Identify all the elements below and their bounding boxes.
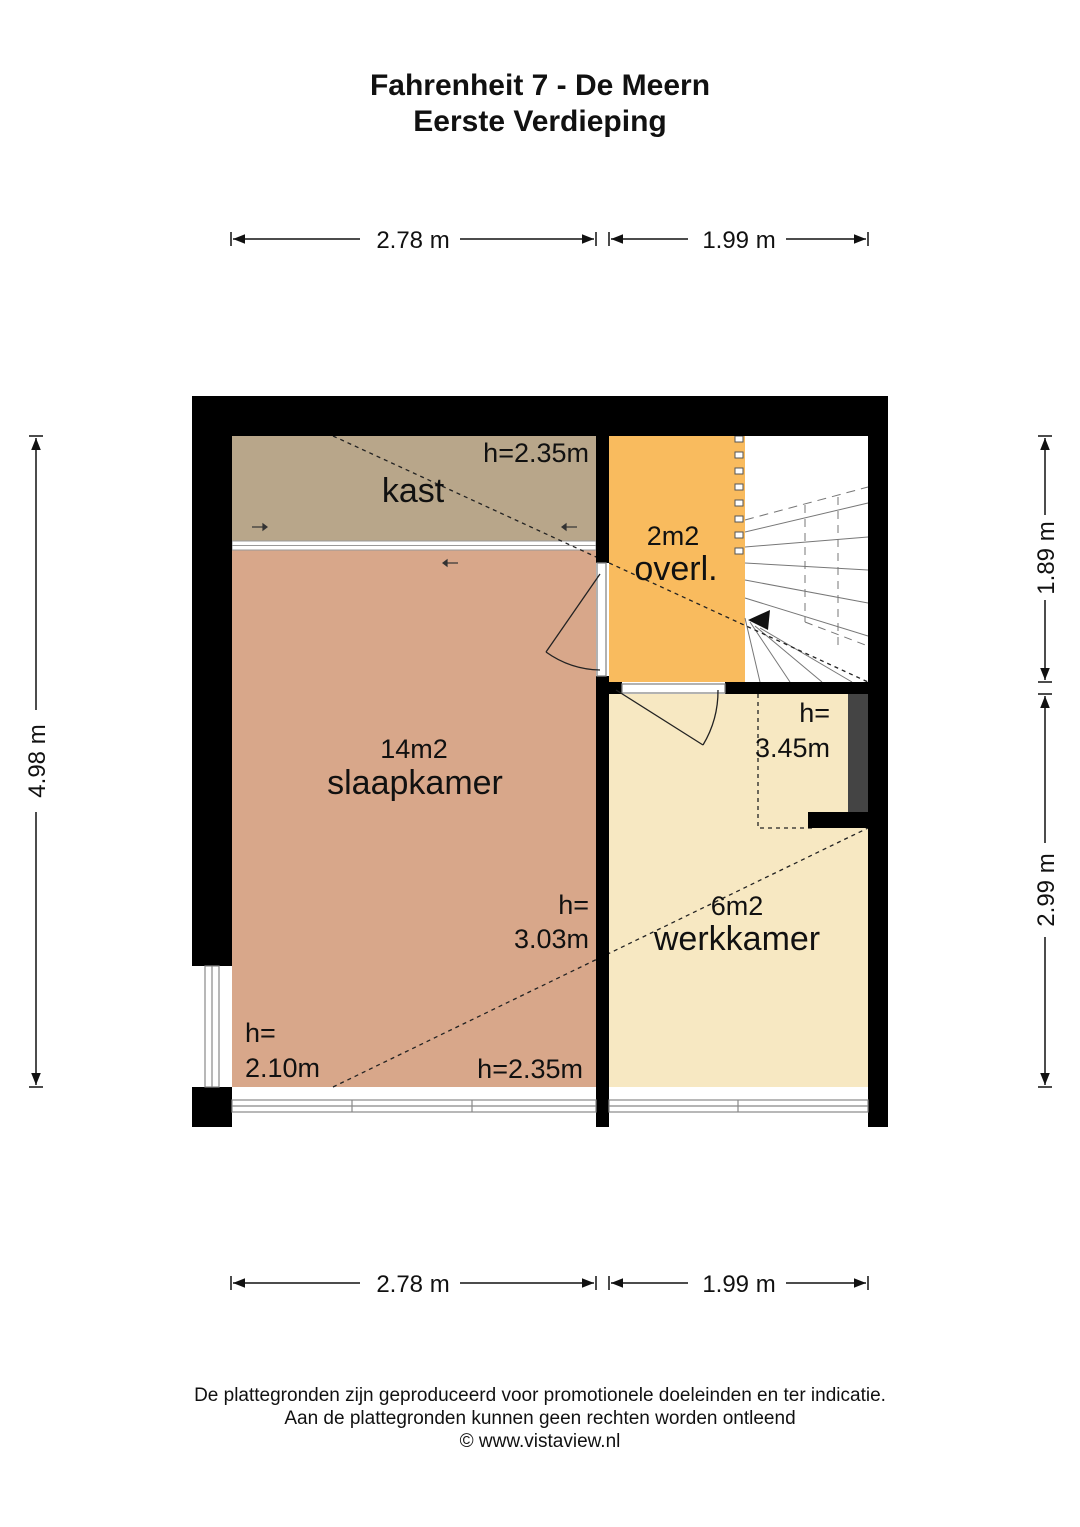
- werkkamer-height-2: 3.45m: [755, 733, 830, 763]
- slaapkamer-height-bottom: h=2.35m: [477, 1054, 583, 1084]
- slaapkamer-name: slaapkamer: [327, 764, 503, 802]
- room-overloop: [609, 436, 745, 682]
- slaapkamer-height-mid-2: 3.03m: [514, 924, 589, 954]
- overloop-name: overl.: [634, 550, 717, 588]
- werkkamer-height-1: h=: [799, 698, 830, 728]
- dimension-lines: [29, 232, 1052, 1290]
- dim-right-bottom: 2.99 m: [1033, 853, 1060, 926]
- dim-top-left: 2.78 m: [376, 227, 449, 254]
- dim-left: 4.98 m: [24, 724, 51, 797]
- dim-top-right: 1.99 m: [702, 227, 775, 254]
- werkkamer-name: werkkamer: [653, 920, 820, 958]
- werkkamer-area: 6m2: [711, 891, 764, 921]
- door-werkkamer: [615, 683, 726, 746]
- sliding-arrows: [252, 522, 577, 568]
- title-floor: Eerste Verdieping: [413, 105, 667, 138]
- slaapkamer-height-low-1: h=: [245, 1018, 276, 1048]
- kast-height: h=2.35m: [483, 438, 589, 468]
- kast-sliding-doors: [231, 540, 597, 551]
- page-title: Fahrenheit 7 - De Meern Eerste Verdiepin…: [0, 68, 1080, 140]
- room-slaapkamer: [232, 550, 596, 1087]
- disclaimer-line-1: De plattegronden zijn geproduceerd voor …: [194, 1385, 886, 1406]
- stairs: [744, 486, 869, 683]
- dim-bottom-left: 2.78 m: [376, 1271, 449, 1298]
- dim-right-top: 1.89 m: [1033, 521, 1060, 594]
- disclaimer-line-2: Aan de plattegronden kunnen geen rechten…: [284, 1408, 796, 1429]
- door-slaapkamer: [545, 562, 607, 677]
- kast-name: kast: [382, 472, 445, 510]
- title-address: Fahrenheit 7 - De Meern: [369, 69, 711, 102]
- disclaimer: De plattegronden zijn geproduceerd voor …: [0, 1384, 1080, 1453]
- slaapkamer-height-low-2: 2.10m: [245, 1053, 320, 1083]
- dim-bottom-right: 1.99 m: [702, 1271, 775, 1298]
- copyright-link[interactable]: © www.vistaview.nl: [459, 1431, 621, 1452]
- stairwell: [745, 436, 868, 682]
- walls: [192, 396, 888, 1127]
- room-kast: [232, 436, 596, 541]
- overloop-area: 2m2: [647, 521, 700, 551]
- stair-direction-arrow: [748, 610, 770, 630]
- chimney-shaft: [848, 694, 868, 812]
- slaapkamer-height-mid-1: h=: [558, 890, 589, 920]
- slaapkamer-area: 14m2: [380, 734, 448, 764]
- windows: [204, 965, 869, 1113]
